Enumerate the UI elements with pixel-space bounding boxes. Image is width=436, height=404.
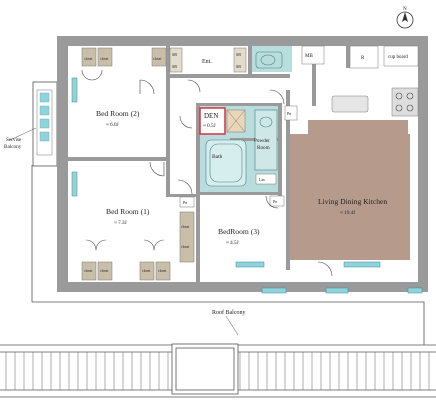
bath-fixtures <box>205 51 283 187</box>
cupboard-label: cup board <box>388 55 408 60</box>
pantry-label: Pn <box>287 111 291 116</box>
kitchen: MB R cup board <box>301 45 419 117</box>
closets <box>81 47 195 281</box>
bath-label: Bath <box>212 154 223 160</box>
den-area: ≈ 0.5J <box>203 123 216 129</box>
closet-label: closet <box>181 245 189 249</box>
shoe-boxes: SB SB SB SB <box>169 47 247 73</box>
toilet-area <box>252 46 292 72</box>
closet-label: closet <box>100 269 108 273</box>
bed3-area: ≈ 4.5J <box>226 240 239 246</box>
closet-label: closet <box>84 57 92 61</box>
shoe-box-label: SB <box>236 52 241 57</box>
balcony-outline <box>0 165 436 398</box>
mb-label: MB <box>305 54 313 59</box>
closet-label: closet <box>158 269 166 273</box>
fridge-label: R <box>361 56 365 61</box>
roof-balcony-label: Roof Balcony <box>212 309 246 316</box>
ldk-name: Living Dining Kitchen <box>318 197 387 206</box>
closet-label: closet <box>181 225 189 229</box>
room-labels: Bed Room (2) ≈ 6.0J Bed Room (1) ≈ 7.3J … <box>96 59 387 336</box>
closet-labels: closet closet closet closet closet close… <box>84 57 189 273</box>
shoe-box-label: SB <box>236 64 241 69</box>
railing-posts <box>5 352 430 390</box>
shoe-box-label: SB <box>172 52 177 57</box>
linen-label: Lin. <box>259 177 266 182</box>
bed3-name: BedRoom (3) <box>218 227 260 236</box>
closet-label: closet <box>84 269 92 273</box>
bed2-area: ≈ 6.0J <box>106 122 119 128</box>
ldk-area: ≈ 19.4J <box>340 210 355 216</box>
ldk-floor-top <box>308 120 408 134</box>
windows <box>71 77 423 294</box>
door-swings <box>81 69 333 277</box>
service-balcony-label: Servise <box>6 137 22 143</box>
north-label: N <box>403 6 407 12</box>
powder-label: Powder <box>254 138 270 144</box>
bed2-name: Bed Room (2) <box>96 109 140 118</box>
service-balcony: Servise Balcony <box>4 81 58 167</box>
closet-label: closet <box>100 57 108 61</box>
closet-label: closet <box>142 269 150 273</box>
den-name: DEN <box>204 112 218 120</box>
ldk-floor <box>288 134 410 260</box>
bed1-area: ≈ 7.3J <box>114 220 127 226</box>
service-balcony-label-2: Balcony <box>4 144 22 150</box>
pantry-label: Pn <box>273 199 277 204</box>
closet-label: closet <box>153 57 161 61</box>
bed1-name: Bed Room (1) <box>106 207 150 216</box>
entrance-label: Ent. <box>202 59 212 65</box>
powder-label-2: Room <box>257 145 270 151</box>
shoe-box-label: SB <box>172 64 177 69</box>
north-arrow: N <box>396 6 414 29</box>
den: DEN ≈ 0.5J <box>199 107 246 135</box>
pantries: Pn Pn Pn Lin. <box>179 105 298 208</box>
pantry-label: Pn <box>183 200 187 205</box>
